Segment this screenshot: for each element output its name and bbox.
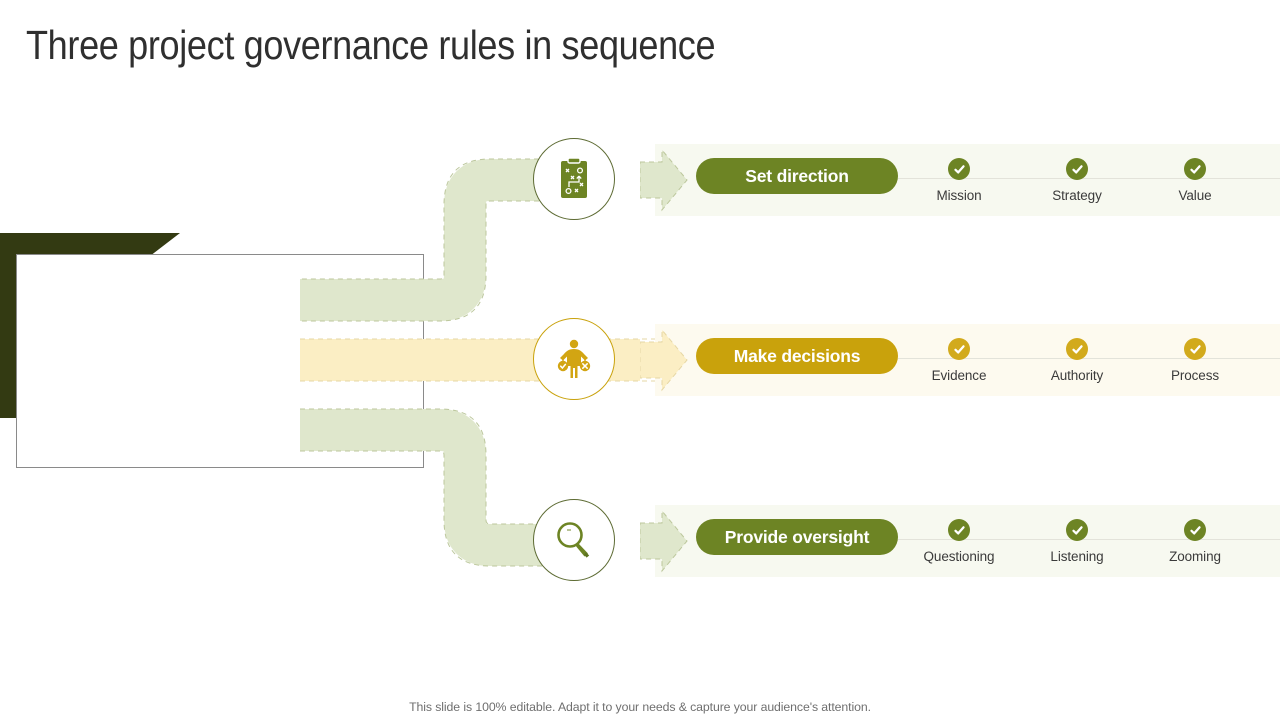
check-circle-icon xyxy=(1184,519,1206,541)
check-label: Zooming xyxy=(1169,548,1221,564)
check-item[interactable]: Authority xyxy=(1018,338,1136,383)
magnifying-glass-icon xyxy=(557,522,590,558)
person-scales-icon xyxy=(557,339,591,378)
check-item[interactable]: Value xyxy=(1136,158,1254,203)
check-circle-icon xyxy=(1066,158,1088,180)
editable-slide-note: This slide is 100% editable. Adapt it to… xyxy=(409,700,871,714)
rule-label-provide-oversight[interactable]: Provide oversight xyxy=(696,519,898,555)
page-title: Three project governance rules in sequen… xyxy=(26,22,716,68)
check-label: Listening xyxy=(1050,548,1104,564)
checks-group-make-decisions: Evidence Authority Process xyxy=(898,324,1280,396)
check-label: Authority xyxy=(1050,367,1104,383)
check-item[interactable]: Zooming xyxy=(1136,519,1254,564)
icon-circle-make-decisions xyxy=(533,318,615,400)
arrow-head-icon xyxy=(640,509,688,573)
rule-row-provide-oversight: Provide oversight Questioning Listening … xyxy=(0,499,1280,581)
check-item[interactable]: Evidence xyxy=(900,338,1018,383)
check-item[interactable]: Listening xyxy=(1018,519,1136,564)
check-label: Value xyxy=(1178,187,1212,203)
check-circle-icon xyxy=(1184,158,1206,180)
arrow-head-icon xyxy=(640,148,688,212)
checks-group-provide-oversight: Questioning Listening Zooming xyxy=(898,505,1280,577)
checks-connector-line xyxy=(898,358,1280,359)
checks-group-set-direction: Mission Strategy Value xyxy=(898,144,1280,216)
arrow-head-icon xyxy=(640,328,688,392)
check-label: Evidence xyxy=(931,367,987,383)
check-label: Questioning xyxy=(923,548,995,564)
check-label: Process xyxy=(1170,367,1220,383)
check-circle-icon xyxy=(948,338,970,360)
check-item[interactable]: Process xyxy=(1136,338,1254,383)
check-circle-icon xyxy=(948,519,970,541)
icon-circle-provide-oversight xyxy=(533,499,615,581)
rule-row-set-direction: Set direction Mission Strategy Value xyxy=(0,138,1280,220)
check-label: Strategy xyxy=(1052,187,1102,203)
check-item[interactable]: Mission xyxy=(900,158,1018,203)
check-label: Mission xyxy=(936,187,982,203)
check-item[interactable]: Questioning xyxy=(900,519,1018,564)
clipboard-strategy-icon xyxy=(561,157,587,198)
checks-connector-line xyxy=(898,178,1280,179)
rule-row-make-decisions: Make decisions Evidence Authority Proces… xyxy=(0,318,1280,400)
checks-connector-line xyxy=(898,539,1280,540)
check-circle-icon xyxy=(948,158,970,180)
icon-circle-set-direction xyxy=(533,138,615,220)
check-circle-icon xyxy=(1066,338,1088,360)
check-item[interactable]: Strategy xyxy=(1018,158,1136,203)
check-circle-icon xyxy=(1066,519,1088,541)
rule-label-set-direction[interactable]: Set direction xyxy=(696,158,898,194)
rule-label-make-decisions[interactable]: Make decisions xyxy=(696,338,898,374)
check-circle-icon xyxy=(1184,338,1206,360)
